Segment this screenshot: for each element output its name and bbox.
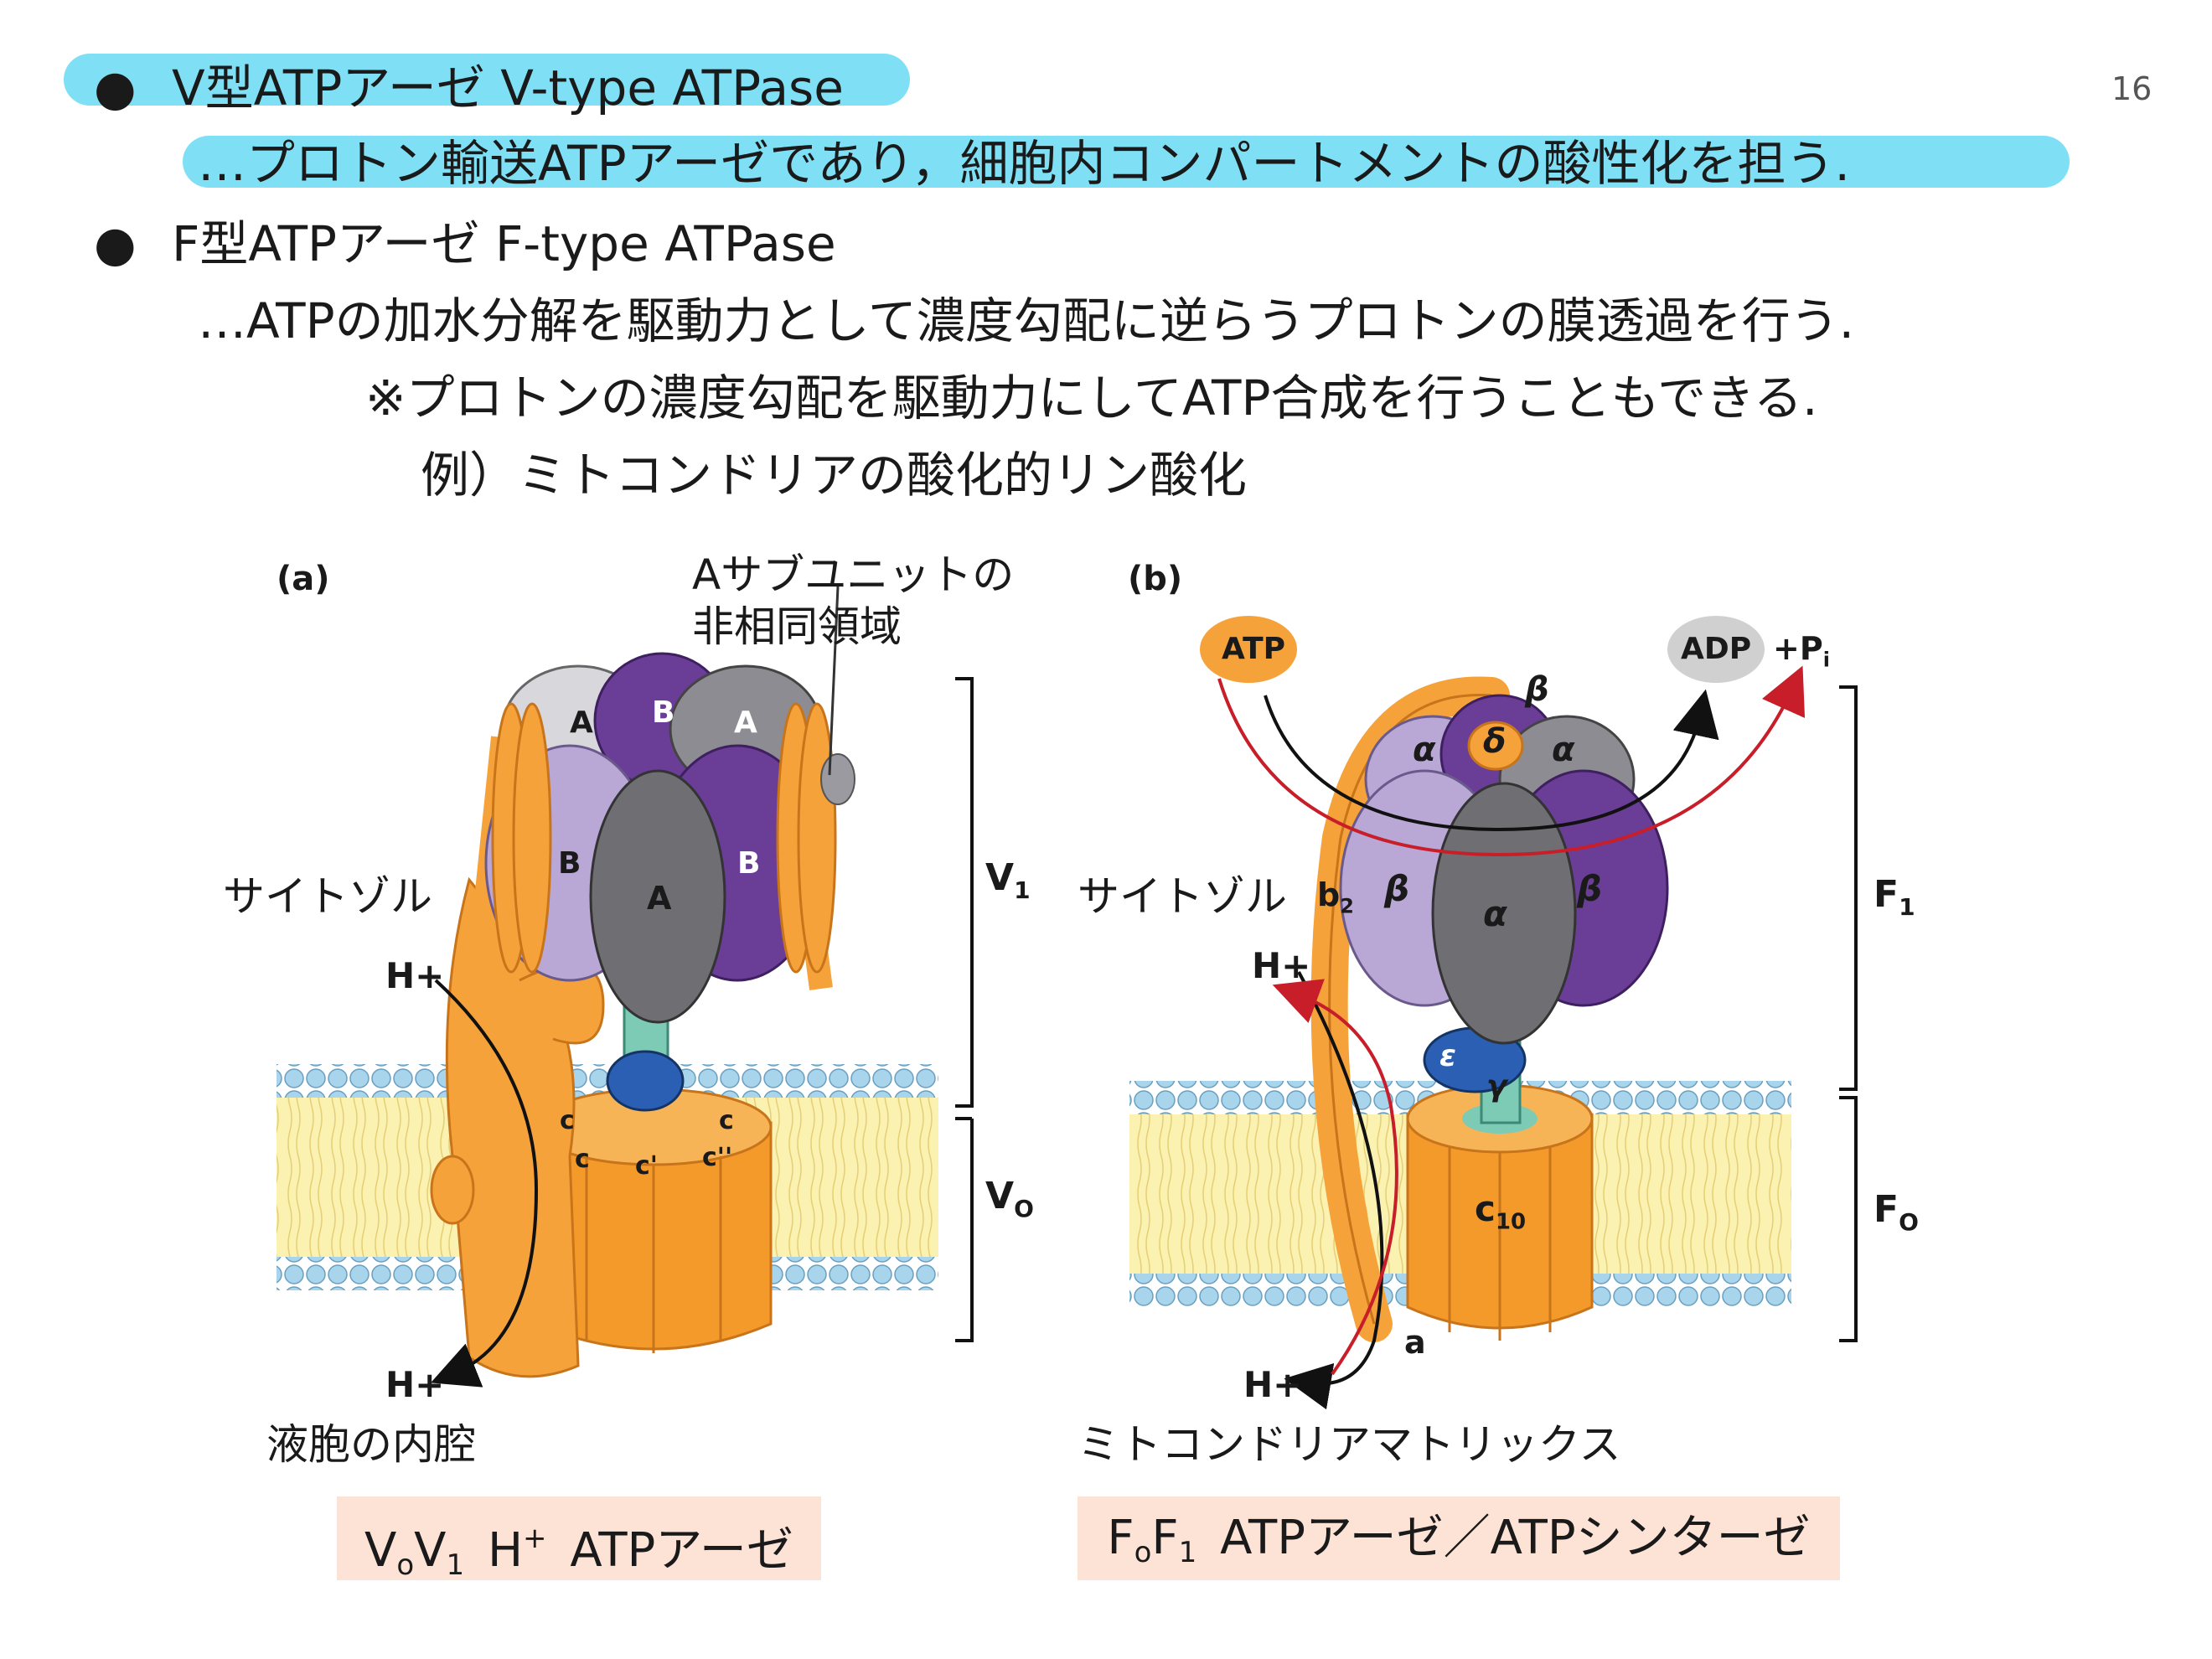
fo-label: FO [1873,1188,1919,1236]
sub-c-right: c [719,1106,734,1135]
callout-line-1: Aサブユニットの [692,550,1015,599]
pi-sub: i [1822,648,1830,672]
sub-c-double-prime: c'' [702,1143,733,1172]
sub-a-top-right: A [734,705,757,740]
caption-v-letter-2: V [414,1523,447,1578]
v-type-v1-head [484,652,855,1024]
vo-label: VO [985,1175,1034,1222]
delta-label: δ [1483,722,1507,761]
sub-c-left: c [560,1106,575,1135]
c10-letter: c [1475,1188,1496,1229]
fo-sub: O [1899,1207,1919,1236]
b2-sub: 2 [1340,894,1354,918]
f1-letter: F [1873,873,1899,916]
caption-v-sub-o: o [396,1548,415,1582]
caption-h: H [487,1523,524,1578]
vo-sub: O [1014,1194,1034,1222]
atp-label: ATP [1222,632,1286,666]
bullet-1-title: V型ATPアーゼ V-type ATPase [172,59,844,116]
f1-label: F1 [1873,873,1915,921]
sub-b-right: B [737,846,761,881]
f-type-hplus-bottom: H+ [1243,1364,1303,1405]
epsilon-label: ε [1439,1039,1457,1073]
sub-c-prime: c' [635,1151,658,1181]
bullet-2-line-1: …ATPの加水分解を駆動力として濃度勾配に逆らうプロトンの膜透過を行う. [198,292,1855,349]
bullet-2-line-3: 例）ミトコンドリアの酸化的リン酸化 [421,447,1248,504]
alpha-top-left: α [1413,731,1436,769]
caption-f-tail: ATPアーゼ／ATPシンターゼ [1220,1511,1811,1565]
f-type-rotation-black [1264,689,1719,832]
sub-c-mid: c [575,1145,590,1174]
bullet-2: ● F型ATPアーゼ F-type ATPase [94,220,836,268]
sub-b-top: B [652,695,675,730]
f-type-cytosol-label: サイトゾル [1078,872,1287,921]
caption-h-plus: + [523,1522,547,1555]
c10-sub: 10 [1495,1209,1527,1235]
panel-a-label: (a) [276,560,330,598]
v-type-vo-ring [535,1088,773,1353]
v-type-bracket [955,677,974,1342]
sub-a-top-left: A [570,705,593,740]
v-type-d-subunit [606,1050,685,1112]
highlight-v-type-desc [183,136,2070,188]
pi-text: +P [1773,630,1823,667]
bullet-1-line-1: …プロトン輸送ATPアーゼであり，細胞内コンパートメントの酸性化を担う. [198,135,1850,192]
callout-line-2: 非相同領域 [692,602,902,651]
v1-label: V1 [985,856,1031,904]
bullet-symbol: ● [94,59,137,116]
vo-letter: V [985,1175,1015,1217]
caption-f-sub-1: 1 [1178,1536,1197,1569]
page-number: 16 [2111,70,2153,107]
b2-letter: b [1317,876,1341,913]
v-type-callout-line [828,586,840,776]
f-type-bracket [1839,685,1858,1342]
panel-b-label: (b) [1128,560,1183,598]
bullet-symbol: ● [94,215,137,272]
f-type-hplus-top: H+ [1252,945,1311,986]
caption-f-sub-o: o [1134,1536,1152,1569]
v-type-lumen-label: 液胞の内腔 [266,1420,476,1469]
v-type-cytosol-label: サイトゾル [223,872,432,921]
highlight-v-type-title [64,54,910,106]
beta-right: β [1577,868,1603,909]
bullet-1: ● V型ATPアーゼ V-type ATPase [94,64,844,112]
caption-f-type: FoF1 ATPアーゼ／ATPシンターゼ [1078,1496,1840,1580]
bullet-2-title: F型ATPアーゼ F-type ATPase [172,215,836,272]
v-type-proton-arrow [431,979,539,1388]
caption-v-type: VoV1 H+ ATPアーゼ [337,1496,821,1582]
f-type-b2-outline [1328,693,1492,1325]
f-type-matrix-label: ミトコンドリアマトリックス [1078,1420,1621,1469]
pi-label: +Pi [1773,630,1830,672]
alpha-top-right: α [1552,731,1575,769]
caption-v-sub-1: 1 [446,1548,465,1582]
c10-label: c10 [1475,1188,1526,1234]
caption-f-letter-2: F [1151,1511,1179,1565]
fo-letter: F [1873,1188,1899,1231]
f-type-rotation-red [1217,665,1806,857]
a-subunit-label: a [1404,1324,1426,1361]
beta-top: β [1525,670,1549,709]
v1-sub: 1 [1014,876,1031,904]
f1-sub: 1 [1899,892,1915,921]
f-type-proton-arrow-red [1272,979,1398,1376]
v-type-hplus-top: H+ [385,955,445,996]
sub-b-left: B [558,846,581,881]
caption-v-tail: ATPアーゼ [570,1523,793,1578]
caption-v-letter: V [364,1523,397,1578]
beta-left: β [1384,868,1410,909]
caption-f-letter: F [1107,1511,1134,1565]
b2-label: b2 [1317,876,1354,918]
sub-a-center: A [647,880,672,917]
bullet-2-line-2: ※プロトンの濃度勾配を駆動力にしてATP合成を行うこともできる. [365,370,1818,426]
v1-letter: V [985,856,1015,899]
f-type-atp-oval [1200,616,1297,683]
v-type-hplus-bottom: H+ [385,1364,445,1405]
adp-label: ADP [1681,632,1752,666]
f-type-adp-oval [1667,616,1765,683]
gamma-label: γ [1486,1069,1507,1103]
alpha-center: α [1483,893,1507,934]
